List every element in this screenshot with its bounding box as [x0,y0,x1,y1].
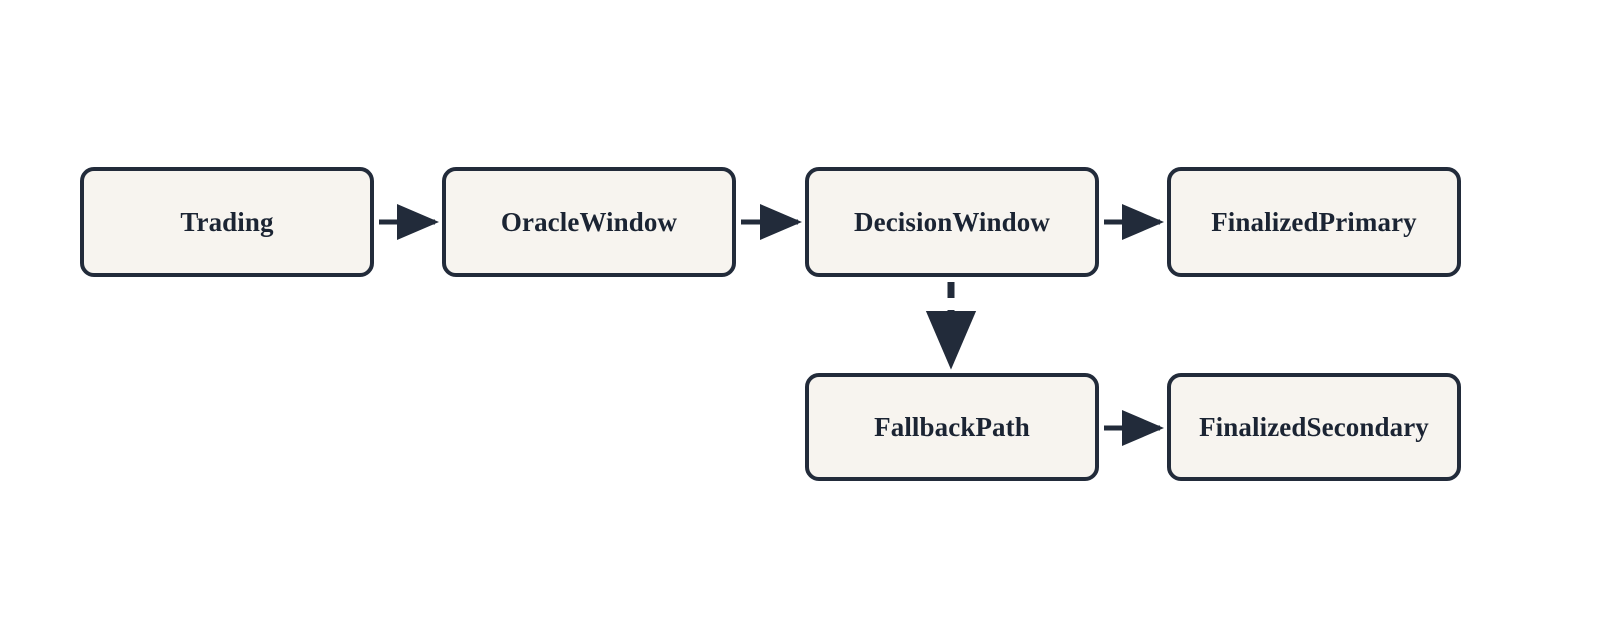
node-finalizedprimary[interactable]: FinalizedPrimary [1167,167,1461,277]
node-oraclewindow[interactable]: OracleWindow [442,167,736,277]
node-fallbackpath[interactable]: FallbackPath [805,373,1099,481]
node-finalizedsecondary[interactable]: FinalizedSecondary [1167,373,1461,481]
node-trading[interactable]: Trading [80,167,374,277]
node-label-finalizedprimary: FinalizedPrimary [1211,206,1417,237]
node-decisionwindow[interactable]: DecisionWindow [805,167,1099,277]
node-label-trading: Trading [180,206,274,237]
node-label-finalizedsecondary: FinalizedSecondary [1199,411,1429,442]
node-label-fallbackpath: FallbackPath [874,411,1030,442]
node-label-oraclewindow: OracleWindow [500,206,678,237]
node-label-decisionwindow: DecisionWindow [854,206,1050,237]
